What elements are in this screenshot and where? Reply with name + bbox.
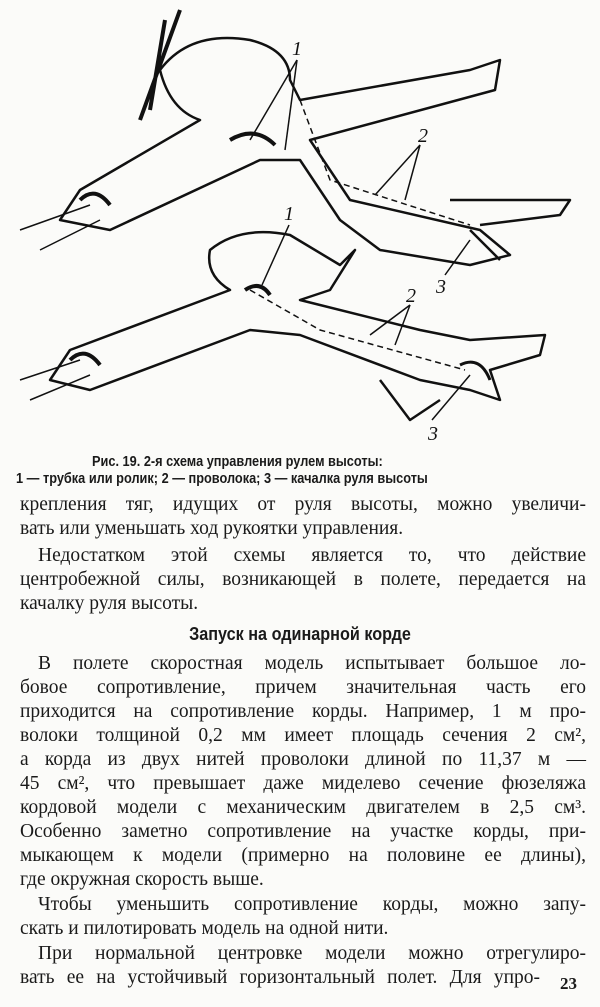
text-line: бовое сопротивление, причем значительная… — [20, 677, 586, 698]
text-line: В полете скоростная модель испытывает бо… — [38, 653, 586, 674]
lower-plane-drawing — [19, 224, 547, 422]
label-3-lower: 3 — [427, 423, 438, 445]
text-line: скать и пилотировать модель на одной нит… — [20, 918, 389, 939]
page-number: 23 — [560, 974, 577, 993]
text-line: Особенно заметно сопротивление на участк… — [20, 821, 586, 842]
text-line: приходится на сопротивление корды. Напри… — [20, 701, 586, 722]
text-line: 45 см², что превышает даже миделево сече… — [20, 773, 586, 794]
label-1-lower: 1 — [284, 203, 294, 225]
text-line: вать ее на устойчивый горизонтальный пол… — [20, 967, 540, 988]
label-3-upper: 3 — [435, 276, 446, 298]
text-line: где окружная скорость выше. — [20, 869, 264, 890]
text-line: Недостатком этой схемы является то, что … — [38, 545, 586, 566]
text-line: При нормальной центровке модели можно от… — [38, 943, 586, 964]
text-line: мыкающем к модели (примерно на половине … — [20, 845, 586, 866]
text-line: волоки толщиной 0,2 мм имеет площадь сеч… — [20, 725, 586, 746]
text-line: центробежной силы, возникающей в полете,… — [20, 569, 586, 590]
text-line: кордовой модели с механическим двигателе… — [20, 797, 586, 818]
text-line: крепления тяг, идущих от руля высоты, мо… — [20, 494, 586, 515]
text-line: качалку руля высоты. — [20, 593, 199, 614]
label-2-lower: 2 — [406, 285, 416, 307]
figure-caption-title: Рис. 19. 2-я схема управления рулем высо… — [92, 454, 383, 470]
upper-plane-drawing — [19, 9, 572, 276]
text-line: Чтобы уменьшить сопротивление корды, мож… — [38, 894, 586, 915]
label-1-upper: 1 — [292, 38, 302, 60]
figure-elevator-control-scheme: 1 2 3 1 2 3 — [19, 9, 572, 445]
section-heading: Запуск на одинарной корде — [189, 624, 411, 644]
figure-caption-legend: 1 — трубка или ролик; 2 — проволока; 3 —… — [16, 471, 428, 487]
text-line: а корда из двух нитей проволоки длиной п… — [20, 749, 586, 770]
label-2-upper: 2 — [418, 125, 428, 147]
text-line: вать или уменьшать ход рукоятки управлен… — [20, 518, 404, 539]
